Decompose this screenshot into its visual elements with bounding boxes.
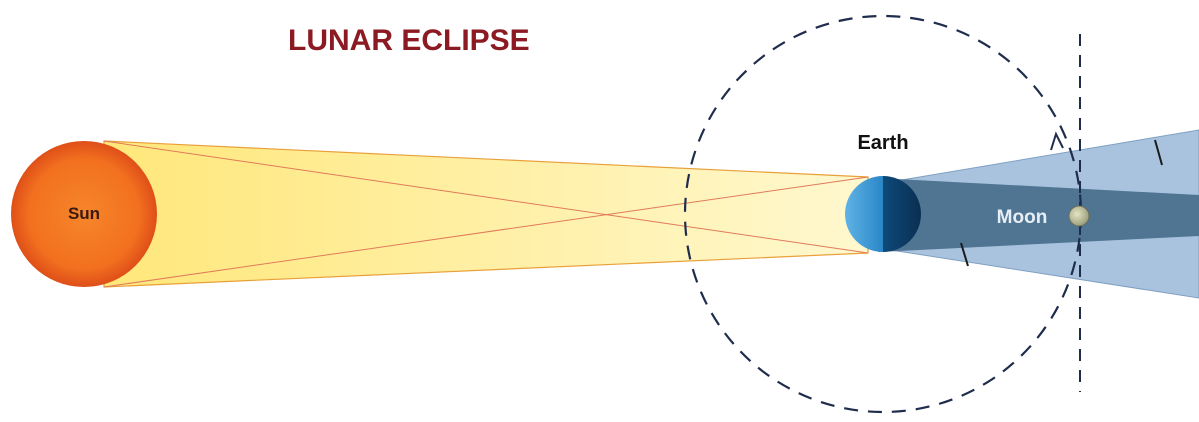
earth-label: Earth: [857, 132, 908, 154]
sun-label: Sun: [68, 204, 100, 223]
diagram-title: LUNAR ECLIPSE: [288, 24, 530, 57]
earth: [845, 176, 921, 252]
orbit-direction-arrow: [1051, 134, 1063, 150]
sunlight-cone: [104, 141, 868, 287]
moon-label: Moon: [997, 207, 1048, 228]
moon: [1069, 206, 1089, 226]
